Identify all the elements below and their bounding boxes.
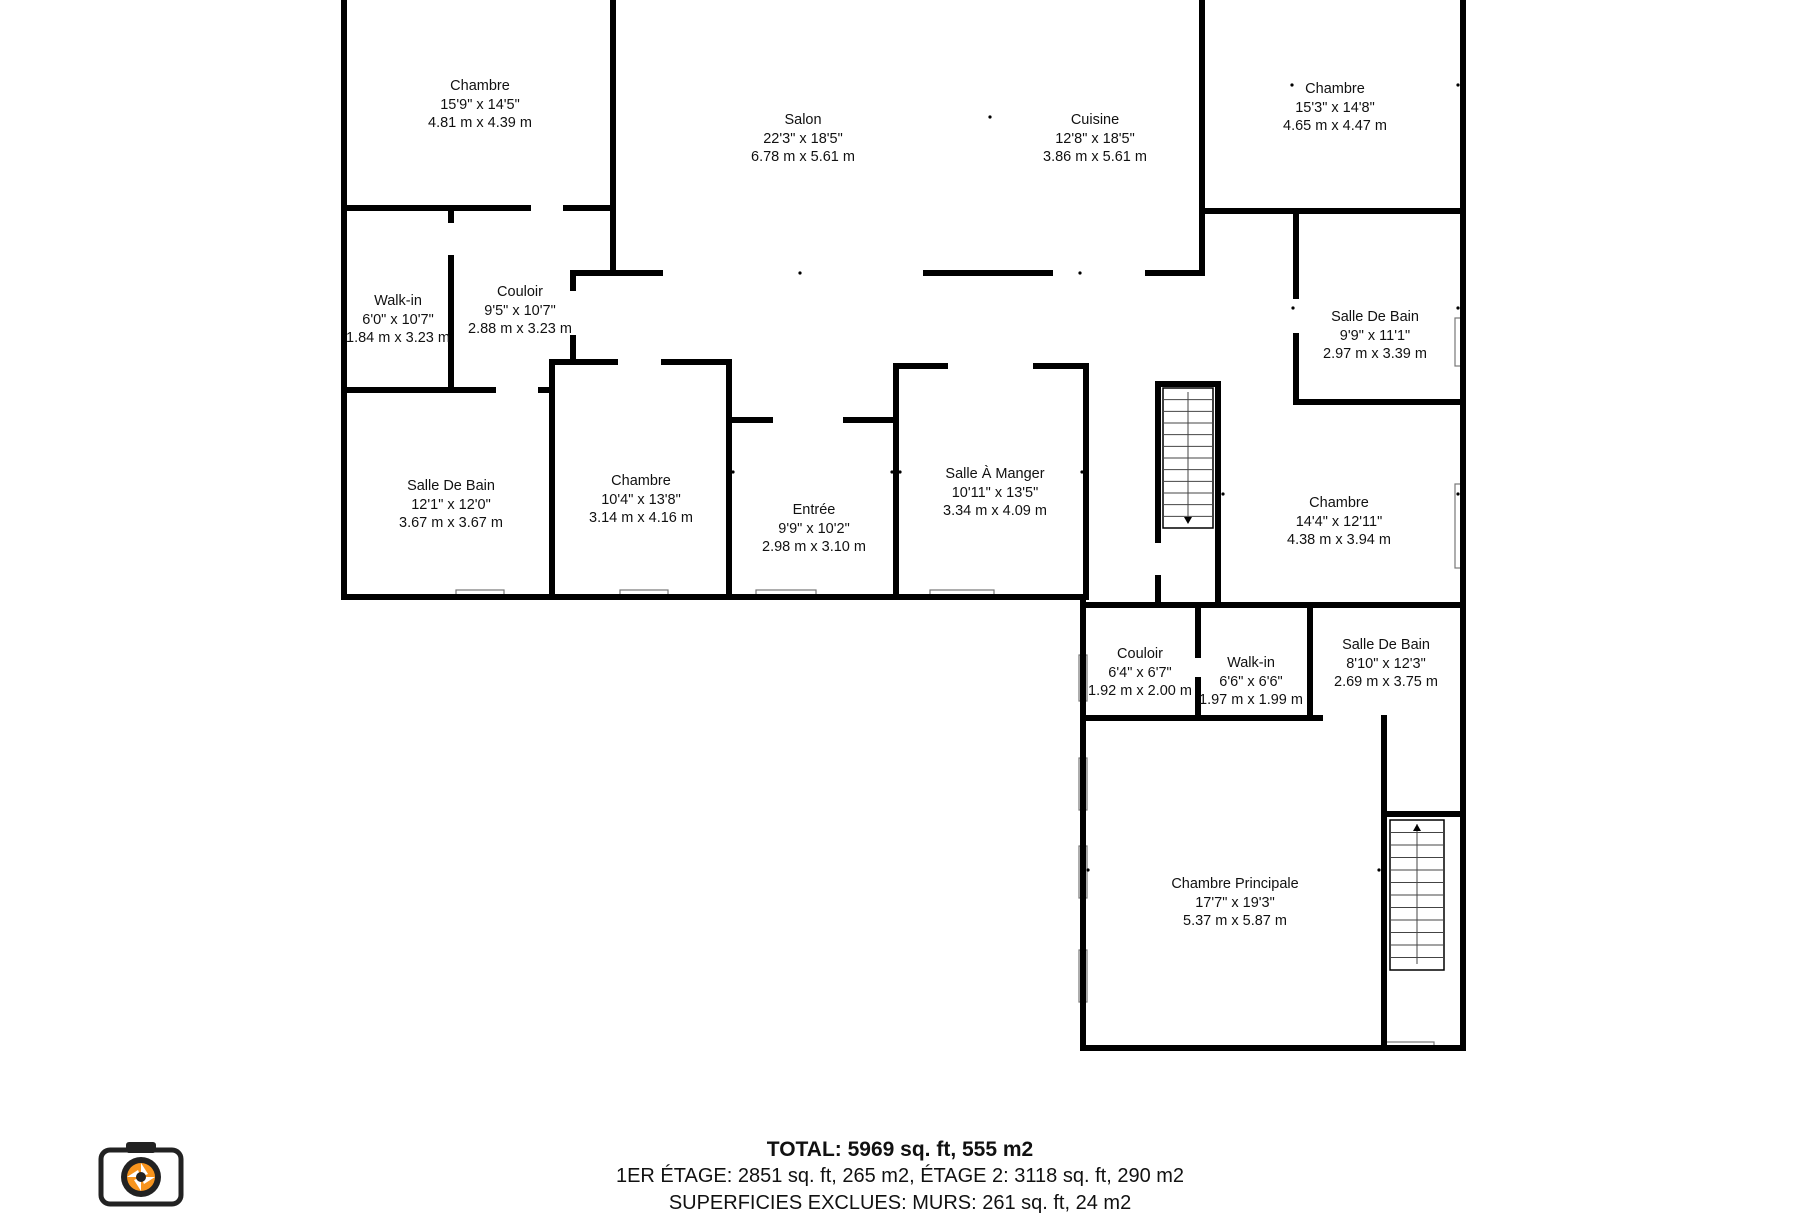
room-dim-imperial: 6'0" x 10'7" bbox=[362, 311, 434, 328]
room-label-chambre-nw: Chambre 15'9" x 14'5" 4.81 m x 4.39 m bbox=[428, 77, 532, 133]
room-label-chambre-ne: Chambre 15'3" x 14'8" 4.65 m x 4.47 m bbox=[1283, 80, 1387, 136]
room-dim-metric: 1.92 m x 2.00 m bbox=[1088, 683, 1192, 699]
room-label-couloir-w: Couloir 9'5" x 10'7" 2.88 m x 3.23 m bbox=[468, 283, 572, 339]
area-summary: TOTAL: 5969 sq. ft, 555 m2 1ER ÉTAGE: 28… bbox=[0, 1136, 1800, 1217]
room-name: Couloir bbox=[1117, 646, 1163, 662]
walls bbox=[341, 0, 1466, 1051]
floor-areas: 1ER ÉTAGE: 2851 sq. ft, 265 m2, ÉTAGE 2:… bbox=[615, 1165, 1185, 1187]
room-dim-metric: 2.88 m x 3.23 m bbox=[468, 321, 572, 337]
room-dim-metric: 3.67 m x 3.67 m bbox=[399, 515, 503, 531]
dimension-markers bbox=[398, 83, 1460, 1050]
room-label-chambre-principale: Chambre Principale 17'7" x 19'3" 5.37 m … bbox=[1171, 875, 1298, 931]
room-dim-imperial: 6'6" x 6'6" bbox=[1219, 673, 1283, 690]
room-dim-imperial: 22'3" x 18'5" bbox=[763, 130, 843, 147]
room-dim-metric: 4.38 m x 3.94 m bbox=[1287, 532, 1391, 548]
room-name: Chambre Principale bbox=[1171, 876, 1299, 892]
room-dim-metric: 5.37 m x 5.87 m bbox=[1183, 913, 1287, 929]
staircase-icon bbox=[1389, 819, 1445, 971]
room-dim-imperial: 14'4" x 12'11" bbox=[1295, 513, 1383, 530]
room-dim-imperial: 10'11" x 13'5" bbox=[951, 484, 1039, 501]
room-dim-imperial: 15'3" x 14'8" bbox=[1295, 99, 1375, 116]
room-dim-metric: 3.86 m x 5.61 m bbox=[1043, 149, 1147, 165]
camera-aperture-logo-icon bbox=[98, 1142, 184, 1207]
room-name: Salle De Bain bbox=[1331, 309, 1419, 325]
room-label-entree: Entrée 9'9" x 10'2" 2.98 m x 3.10 m bbox=[762, 501, 866, 557]
room-name: Chambre bbox=[1305, 81, 1365, 97]
room-dim-metric: 4.65 m x 4.47 m bbox=[1283, 118, 1387, 134]
room-name: Salon bbox=[784, 112, 822, 128]
room-dim-imperial: 6'4" x 6'7" bbox=[1108, 664, 1172, 681]
room-dim-imperial: 9'9" x 11'1" bbox=[1339, 327, 1411, 344]
room-name: Walk-in bbox=[374, 293, 422, 309]
room-dim-metric: 2.98 m x 3.10 m bbox=[762, 539, 866, 555]
room-dim-imperial: 12'1" x 12'0" bbox=[411, 496, 491, 513]
room-dim-imperial: 15'9" x 14'5" bbox=[440, 96, 520, 113]
room-label-chambre-mid: Chambre 10'4" x 13'8" 3.14 m x 4.16 m bbox=[589, 472, 693, 528]
room-dim-metric: 3.34 m x 4.09 m bbox=[943, 503, 1047, 519]
room-name: Cuisine bbox=[1070, 112, 1120, 128]
excluded-areas: SUPERFICIES EXCLUES: MURS: 261 sq. ft, 2… bbox=[668, 1192, 1132, 1214]
room-name: Entrée bbox=[792, 502, 836, 518]
room-name: Chambre bbox=[1309, 495, 1369, 511]
room-dim-metric: 1.97 m x 1.99 m bbox=[1199, 692, 1303, 708]
room-label-chambre-e: Chambre 14'4" x 12'11" 4.38 m x 3.94 m bbox=[1287, 494, 1391, 550]
room-label-walkin-s: Walk-in 6'6" x 6'6" 1.97 m x 1.99 m bbox=[1199, 654, 1303, 710]
room-label-sdb-s: Salle De Bain 8'10" x 12'3" 2.69 m x 3.7… bbox=[1334, 636, 1438, 692]
room-dim-metric: 4.81 m x 4.39 m bbox=[428, 115, 532, 131]
staircase-icon bbox=[1162, 387, 1214, 529]
room-dim-imperial: 9'5" x 10'7" bbox=[484, 302, 556, 319]
room-dim-metric: 2.69 m x 3.75 m bbox=[1334, 674, 1438, 690]
room-dim-metric: 1.84 m x 3.23 m bbox=[346, 330, 450, 346]
room-label-couloir-s: Couloir 6'4" x 6'7" 1.92 m x 2.00 m bbox=[1088, 645, 1192, 701]
room-name: Chambre bbox=[611, 473, 671, 489]
room-dim-metric: 2.97 m x 3.39 m bbox=[1323, 346, 1427, 362]
room-name: Salle De Bain bbox=[407, 478, 495, 494]
total-area: TOTAL: 5969 sq. ft, 555 m2 bbox=[766, 1138, 1034, 1161]
room-name: Salle De Bain bbox=[1342, 637, 1430, 653]
room-dim-imperial: 8'10" x 12'3" bbox=[1346, 655, 1426, 672]
room-label-salle-manger: Salle À Manger 10'11" x 13'5" 3.34 m x 4… bbox=[943, 465, 1047, 521]
room-dim-imperial: 10'4" x 13'8" bbox=[601, 491, 681, 508]
room-label-cuisine: Cuisine 12'8" x 18'5" 3.86 m x 5.61 m bbox=[1043, 111, 1147, 167]
room-dim-imperial: 9'9" x 10'2" bbox=[778, 520, 850, 537]
room-name: Couloir bbox=[497, 284, 543, 300]
room-name: Salle À Manger bbox=[945, 466, 1045, 482]
room-dim-imperial: 12'8" x 18'5" bbox=[1055, 130, 1135, 147]
room-label-salon: Salon 22'3" x 18'5" 6.78 m x 5.61 m bbox=[751, 111, 855, 167]
room-name: Walk-in bbox=[1227, 655, 1275, 671]
room-label-walkin-w: Walk-in 6'0" x 10'7" 1.84 m x 3.23 m bbox=[346, 292, 450, 348]
room-label-sdb-w: Salle De Bain 12'1" x 12'0" 3.67 m x 3.6… bbox=[399, 477, 503, 533]
room-label-sdb-e: Salle De Bain 9'9" x 11'1" 2.97 m x 3.39… bbox=[1323, 308, 1427, 364]
room-dim-metric: 6.78 m x 5.61 m bbox=[751, 149, 855, 165]
room-name: Chambre bbox=[450, 78, 510, 94]
room-dim-imperial: 17'7" x 19'3" bbox=[1195, 894, 1275, 911]
room-dim-metric: 3.14 m x 4.16 m bbox=[589, 510, 693, 526]
